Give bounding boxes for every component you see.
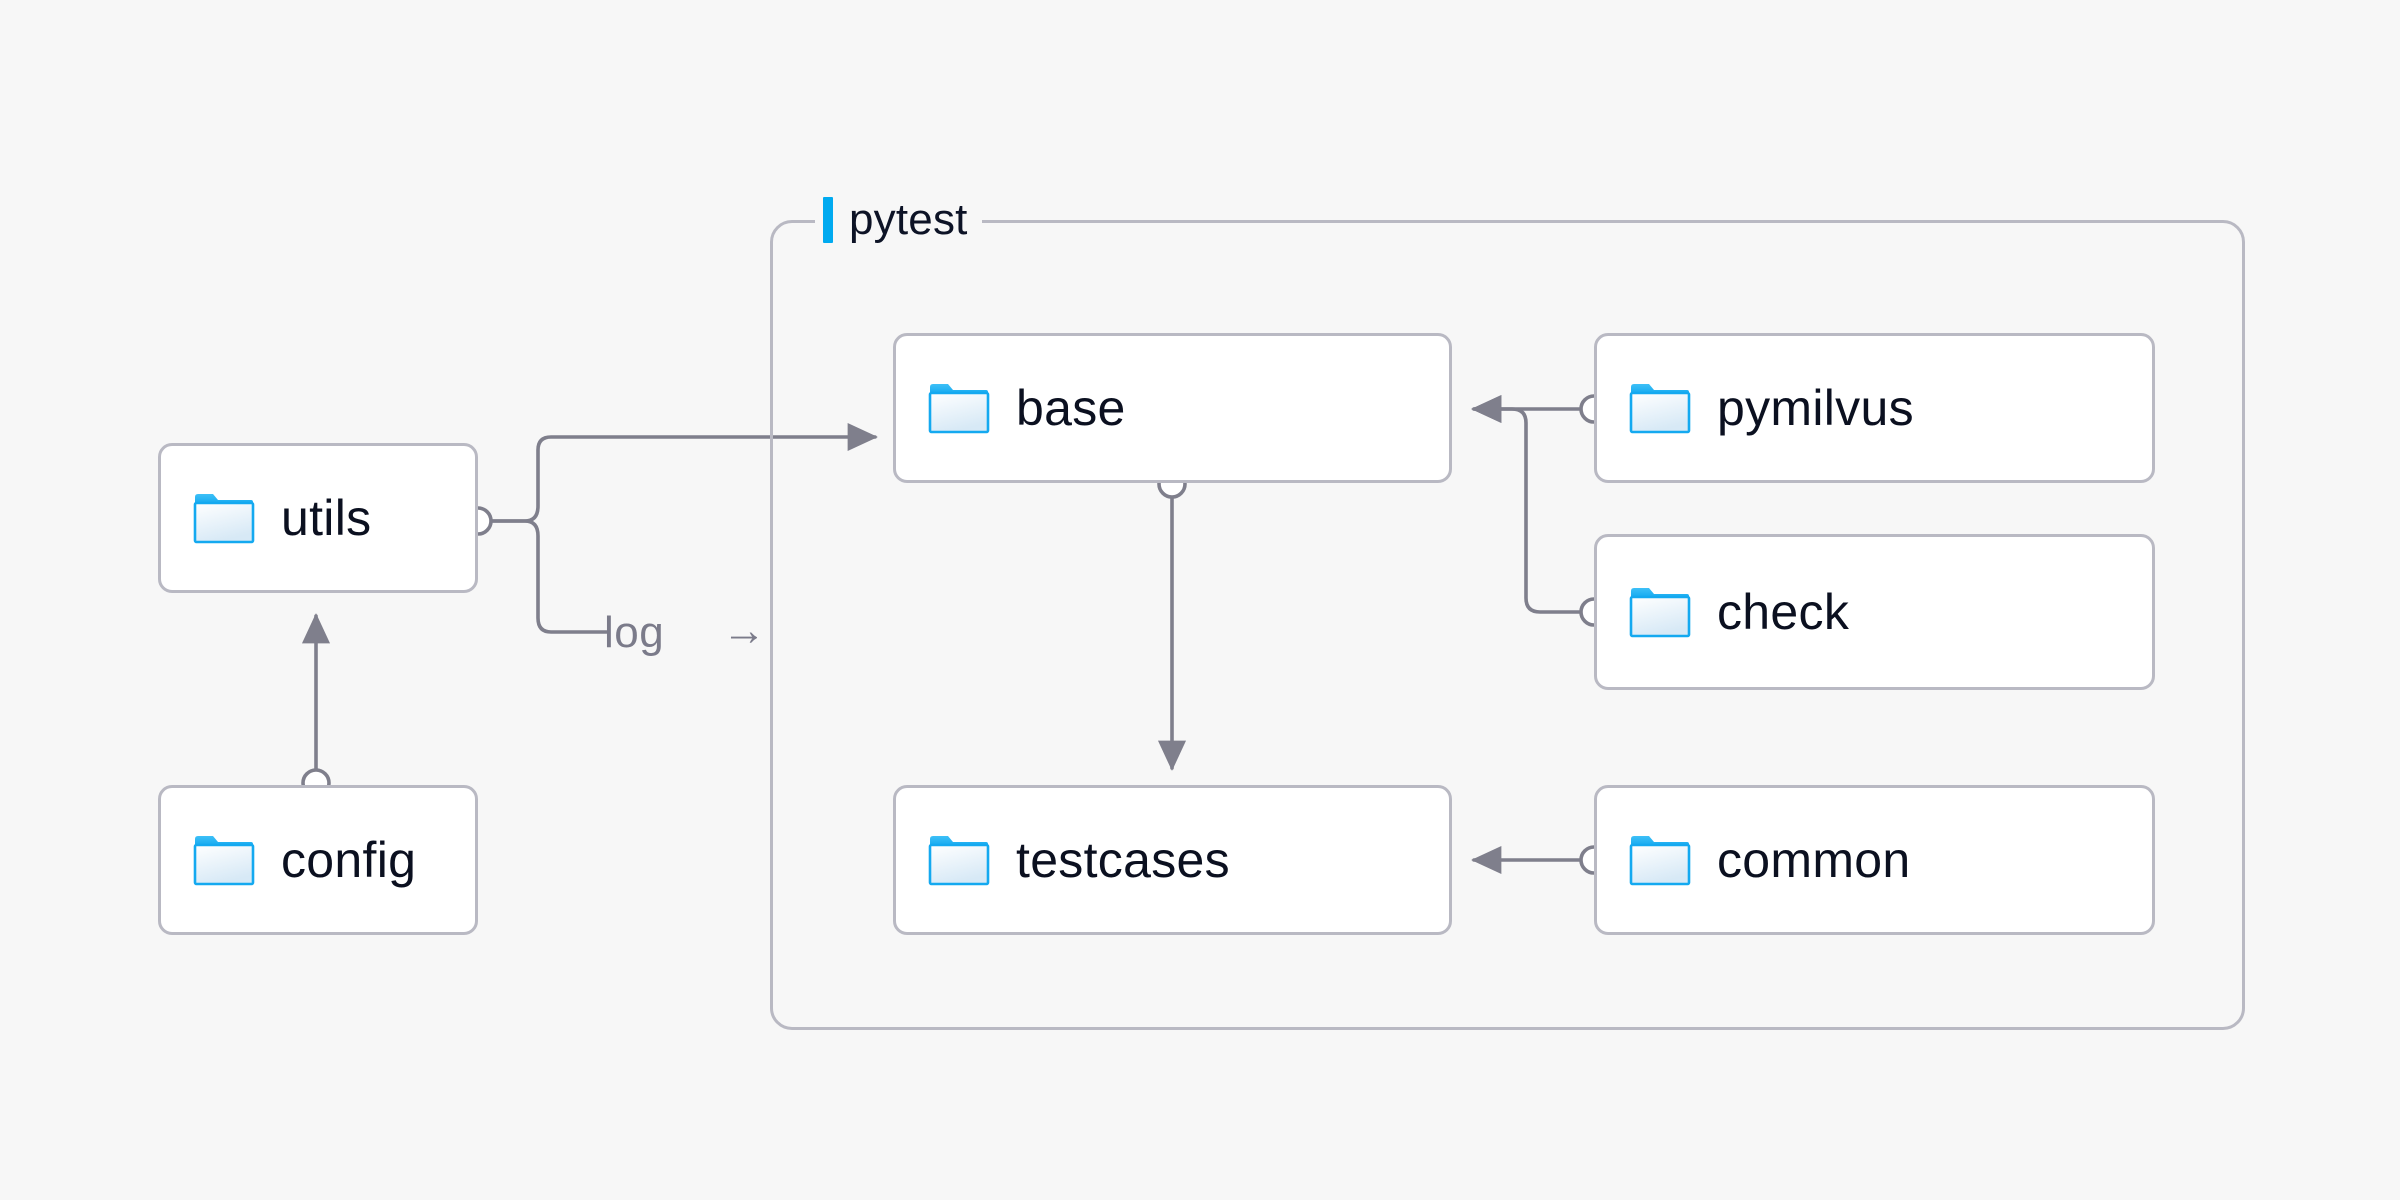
node-config[interactable]: config — [158, 785, 478, 935]
folder-icon — [1629, 588, 1691, 638]
node-label: testcases — [1016, 832, 1230, 888]
node-common[interactable]: common — [1594, 785, 2155, 935]
node-label: common — [1717, 832, 1911, 888]
folder-icon — [193, 494, 255, 544]
node-utils[interactable]: utils — [158, 443, 478, 593]
edge-label-log: log — [604, 608, 665, 657]
node-label: pymilvus — [1717, 380, 1914, 436]
node-label: base — [1016, 380, 1126, 436]
node-label: utils — [281, 490, 372, 546]
node-base[interactable]: base — [893, 333, 1452, 483]
node-pymilvus[interactable]: pymilvus — [1594, 333, 2155, 483]
folder-icon — [193, 836, 255, 886]
group-label-text: pytest — [849, 195, 968, 244]
folder-icon — [928, 384, 990, 434]
node-label: check — [1717, 584, 1850, 640]
node-label: config — [281, 832, 417, 888]
accent-bar-icon — [823, 197, 833, 243]
pytest-group-label: pytest — [815, 192, 982, 248]
folder-icon — [928, 836, 990, 886]
edge-utils-to-log — [489, 519, 610, 634]
node-check[interactable]: check — [1594, 534, 2155, 690]
folder-icon — [1629, 836, 1691, 886]
node-testcases[interactable]: testcases — [893, 785, 1452, 935]
folder-icon — [1629, 384, 1691, 434]
edge-label-log-arrow: → — [722, 606, 767, 655]
pytest-group-box — [770, 220, 2245, 1030]
